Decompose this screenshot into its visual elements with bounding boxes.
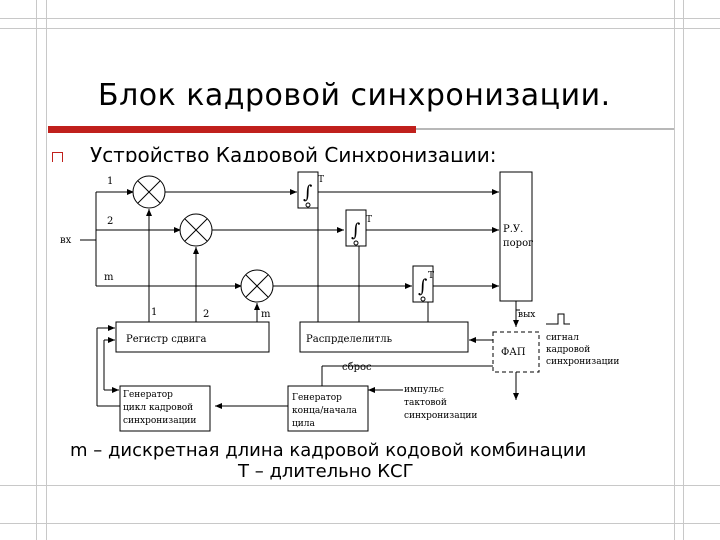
clock-line-3: синхронизации [404,411,477,421]
sync-signal-line-2: кадровой [546,345,590,355]
decision-unit-block [499,171,533,302]
frame-inner-right-line [674,0,675,540]
title-accent-bar [48,126,416,133]
cycle-generator-line-2: цикл кадровой [123,403,193,413]
reset-label: сброс [342,362,372,373]
distributor-block [299,321,469,353]
end-generator-block [287,385,369,432]
frame-bottom-line [0,523,720,524]
end-generator-line-1: Генератор [292,393,342,403]
frame-inner-bottom-line [0,485,720,486]
shift-register-label: Регистр сдвига [126,334,207,345]
end-generator-line-2: конца/начала [292,406,358,416]
output-label: вых [518,310,535,320]
caption-line-2: T – длительно КСГ [238,461,414,482]
frame-right-line [683,0,684,540]
integral-symbol-2: ∫ [351,220,361,241]
integrator-2 [345,209,367,247]
integral-symbol-m: ∫ [418,276,428,297]
frame-left-line [36,0,37,540]
register-tap-1: 1 [151,307,157,318]
integrator-1-period: T [318,175,324,185]
channel-1-label: 1 [107,176,113,187]
integrator-m [412,265,434,303]
frame-inner-left-line [46,0,47,540]
integral-symbol-1: ∫ [303,182,313,203]
shift-register-block [115,321,270,353]
decision-unit-threshold: порог [503,238,533,249]
cycle-generator-line-3: синхронизации [123,416,196,426]
channel-m-label: m [104,272,114,283]
register-tap-m: m [261,309,271,320]
clock-line-1: импульс [404,385,444,395]
sync-signal-line-1: сигнал [546,333,579,343]
integrator-2-period: T [366,215,372,225]
pll-block [492,331,540,373]
multiplier-2 [179,213,213,247]
register-tap-2: 2 [203,309,209,320]
cycle-generator-block [119,385,211,432]
clock-line-2: тактовой [404,398,447,408]
multiplier-1 [132,175,166,209]
cycle-generator-line-1: Генератор [123,390,173,400]
sync-signal-line-3: синхронизации [546,357,619,367]
frame-inner-top-line [0,28,720,29]
block-diagram: вх 1 2 m ∫ T ∫ T ∫ T Р.У. порог вых 1 2 … [52,162,626,440]
integrator-1 [297,171,319,209]
pll-label: ФАП [501,347,526,358]
title-divider-line [416,128,674,130]
decision-unit-label: Р.У. [503,224,523,235]
frame-top-line [0,18,720,19]
multiplier-m [240,269,274,303]
channel-2-label: 2 [107,216,113,227]
slide-subtitle: Устройство Кадровой Синхронизации: [90,143,497,163]
slide-title: Блок кадровой синхронизации. [98,78,611,113]
caption-line-1: m – дискретная длина кадровой кодовой ко… [70,440,587,461]
distributor-label: Распрделелитль [306,334,393,345]
integrator-m-period: T [428,271,434,281]
end-generator-line-3: цила [292,419,316,429]
input-label: вх [60,235,72,246]
